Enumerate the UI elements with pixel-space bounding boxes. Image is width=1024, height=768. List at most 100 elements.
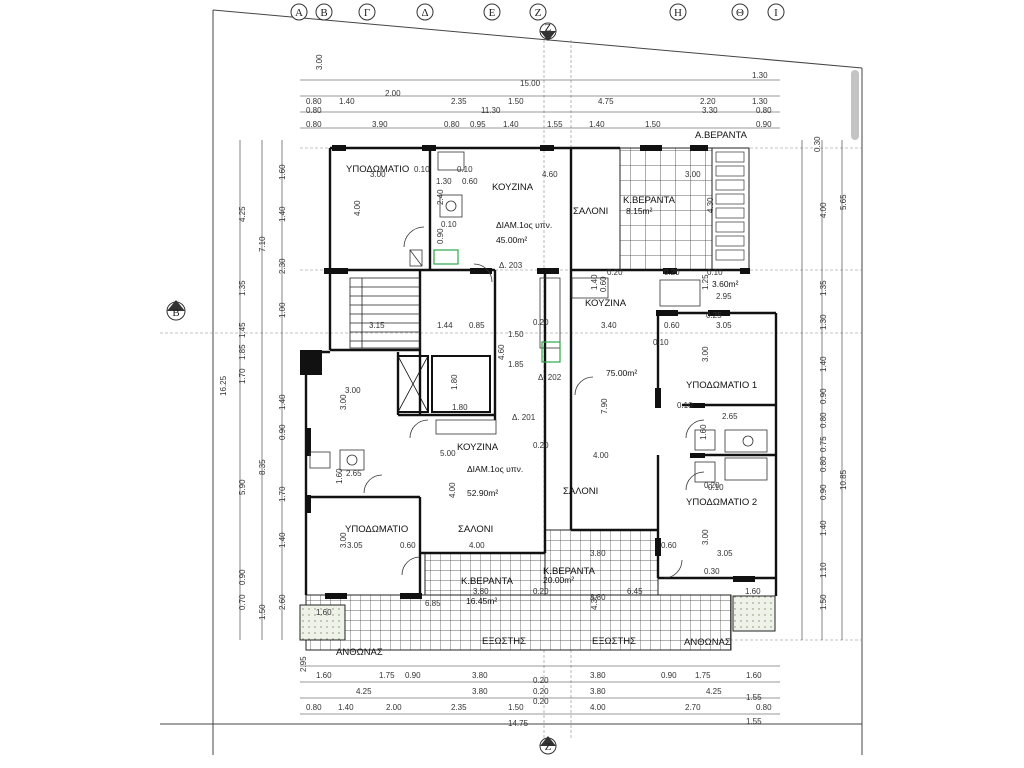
axis-label: Ι <box>774 7 778 19</box>
elevator-shaft <box>397 355 491 413</box>
dim-label: 0.20 <box>533 587 549 596</box>
room-label: ΑΝΘΩΝΑΣ <box>336 647 383 658</box>
room-label: ΥΠΟΔΩΜΑΤΙΟ 1 <box>686 380 757 391</box>
area-label: 75.00m² <box>606 368 637 378</box>
dim-label: 4.25 <box>238 206 247 222</box>
dim-label: 1.60 <box>335 468 344 484</box>
dim-label: 1.70 <box>238 368 247 384</box>
dim-label: 0.20 <box>704 481 720 490</box>
dim-label: 2.30 <box>278 258 287 274</box>
apartment-label: ΔΙΑΜ.1ος υπν. <box>496 220 552 230</box>
dim-label: 3.30 <box>702 106 718 115</box>
dim-label: 0.90 <box>278 424 287 440</box>
dim-label: 1.60 <box>746 671 762 680</box>
dim-label: 1.00 <box>278 302 287 318</box>
dim-label: 1.30 <box>752 97 768 106</box>
dim-label: 1.60 <box>278 164 287 180</box>
room-label: ΥΠΟΔΩΜΑΤΙΟ <box>346 164 409 175</box>
room-label: ΥΠΟΔΩΜΑΤΙΟ <box>345 524 408 535</box>
dim-label: 1.40 <box>590 274 599 290</box>
dim-label: 1.60 <box>745 587 761 596</box>
room-label: ΚΟΥΖΙΝΑ <box>492 182 534 193</box>
area-label: 45.00m² <box>496 235 527 245</box>
dim-label: 1.85 <box>238 344 247 360</box>
room-label: ΚΟΥΖΙΝΑ <box>457 442 499 453</box>
dim-label: 3.00 <box>701 529 710 545</box>
dim-label: 3.00 <box>339 394 348 410</box>
dim-label: 1.40 <box>819 356 828 372</box>
dim-label: 7.90 <box>600 398 609 414</box>
dim-label: 0.80 <box>306 106 322 115</box>
dim-label: 1.75 <box>695 671 711 680</box>
fixtures <box>309 151 768 579</box>
dim-label: 2.65 <box>722 412 738 421</box>
dim-label: 0.80 <box>306 120 322 129</box>
dim-label: 0.90 <box>436 228 445 244</box>
dim-label: 3.00 <box>701 346 710 362</box>
dim-label: 0.10 <box>707 268 723 277</box>
dim-label: 4.00 <box>353 200 362 216</box>
dim-label: 4.60 <box>542 170 558 179</box>
dim-label: 3.80 <box>473 587 489 596</box>
dim-label: 1.40 <box>338 703 354 712</box>
dim-label: 0.80 <box>819 456 828 472</box>
dim-label: 0.60 <box>661 541 677 550</box>
dim-label: 4.00 <box>590 703 606 712</box>
dim-label: 0.90 <box>819 484 828 500</box>
dim-label: 0.30 <box>813 136 822 152</box>
dim-label: 0.10 <box>457 165 473 174</box>
veranda-top-right <box>619 147 713 271</box>
dim-label: 2.60 <box>278 594 287 610</box>
dim-label: 0.10 <box>441 220 457 229</box>
vertical-scrollbar[interactable] <box>851 70 859 140</box>
dim-label: 3.40 <box>601 321 617 330</box>
axis-label: Α <box>295 7 303 19</box>
dim-label: 0.25 <box>706 311 722 320</box>
dim-label: 6.45 <box>627 587 643 596</box>
dim-label: 3.00 <box>315 54 324 70</box>
dim-label: 0.60 <box>400 541 416 550</box>
dim-label: 0.20 <box>533 441 549 450</box>
dim-label: 1.10 <box>819 562 828 578</box>
dim-label: 1.75 <box>379 671 395 680</box>
dim-label: 1.80 <box>450 374 459 390</box>
veranda-a-top <box>711 147 750 271</box>
dim-label: 1.40 <box>278 206 287 222</box>
green-elements <box>433 249 561 363</box>
dim-label: 3.05 <box>717 549 733 558</box>
dim-label: 0.60 <box>599 276 608 292</box>
section-marker-left: Β <box>166 300 186 321</box>
dim-label: 1.55 <box>547 120 563 129</box>
axis-label: Β <box>320 7 327 19</box>
dim-label: 0.90 <box>238 569 247 585</box>
room-label: Κ.ΒΕΡΑΝΤΑ <box>461 576 514 587</box>
dim-label: 0.20 <box>533 318 549 327</box>
section-marker-bottom: Ζ <box>539 736 557 755</box>
dim-label: 0.80 <box>756 106 772 115</box>
axis-label: Ζ <box>545 22 552 34</box>
dim-label: 15.00 <box>520 79 541 88</box>
dim-label: 2.95 <box>716 292 732 301</box>
room-label: ΣΑΛΟΝΙ <box>573 206 608 217</box>
dim-label: 1.40 <box>589 120 605 129</box>
top-axis-markers: Α Β Γ Δ Ε Ζ Η Θ Ι <box>290 3 785 21</box>
dim-label: 0.20 <box>533 697 549 706</box>
area-label: 52.90m² <box>467 488 498 498</box>
dim-label: 0.60 <box>664 321 680 330</box>
dim-label: 1.55 <box>746 693 762 702</box>
dim-label: 2.70 <box>685 703 701 712</box>
dim-label: 3.80 <box>472 671 488 680</box>
dim-label: 10.85 <box>839 469 848 490</box>
dim-label: 4.30 <box>706 197 715 213</box>
plot-boundary <box>160 9 863 755</box>
dim-label: 3.80 <box>590 549 606 558</box>
dim-label: 1.30 <box>819 314 828 330</box>
dim-label: 3.80 <box>590 671 606 680</box>
room-label: Κ.ΒΕΡΑΝΤΑ <box>543 566 596 577</box>
dim-label: 1.40 <box>819 520 828 536</box>
left-dimension-lines <box>239 140 283 640</box>
dim-label: 2.40 <box>436 189 445 205</box>
section-marker-top: Ζ <box>539 22 557 41</box>
dim-label: 1.60 <box>316 671 332 680</box>
dim-label: 4.00 <box>469 541 485 550</box>
